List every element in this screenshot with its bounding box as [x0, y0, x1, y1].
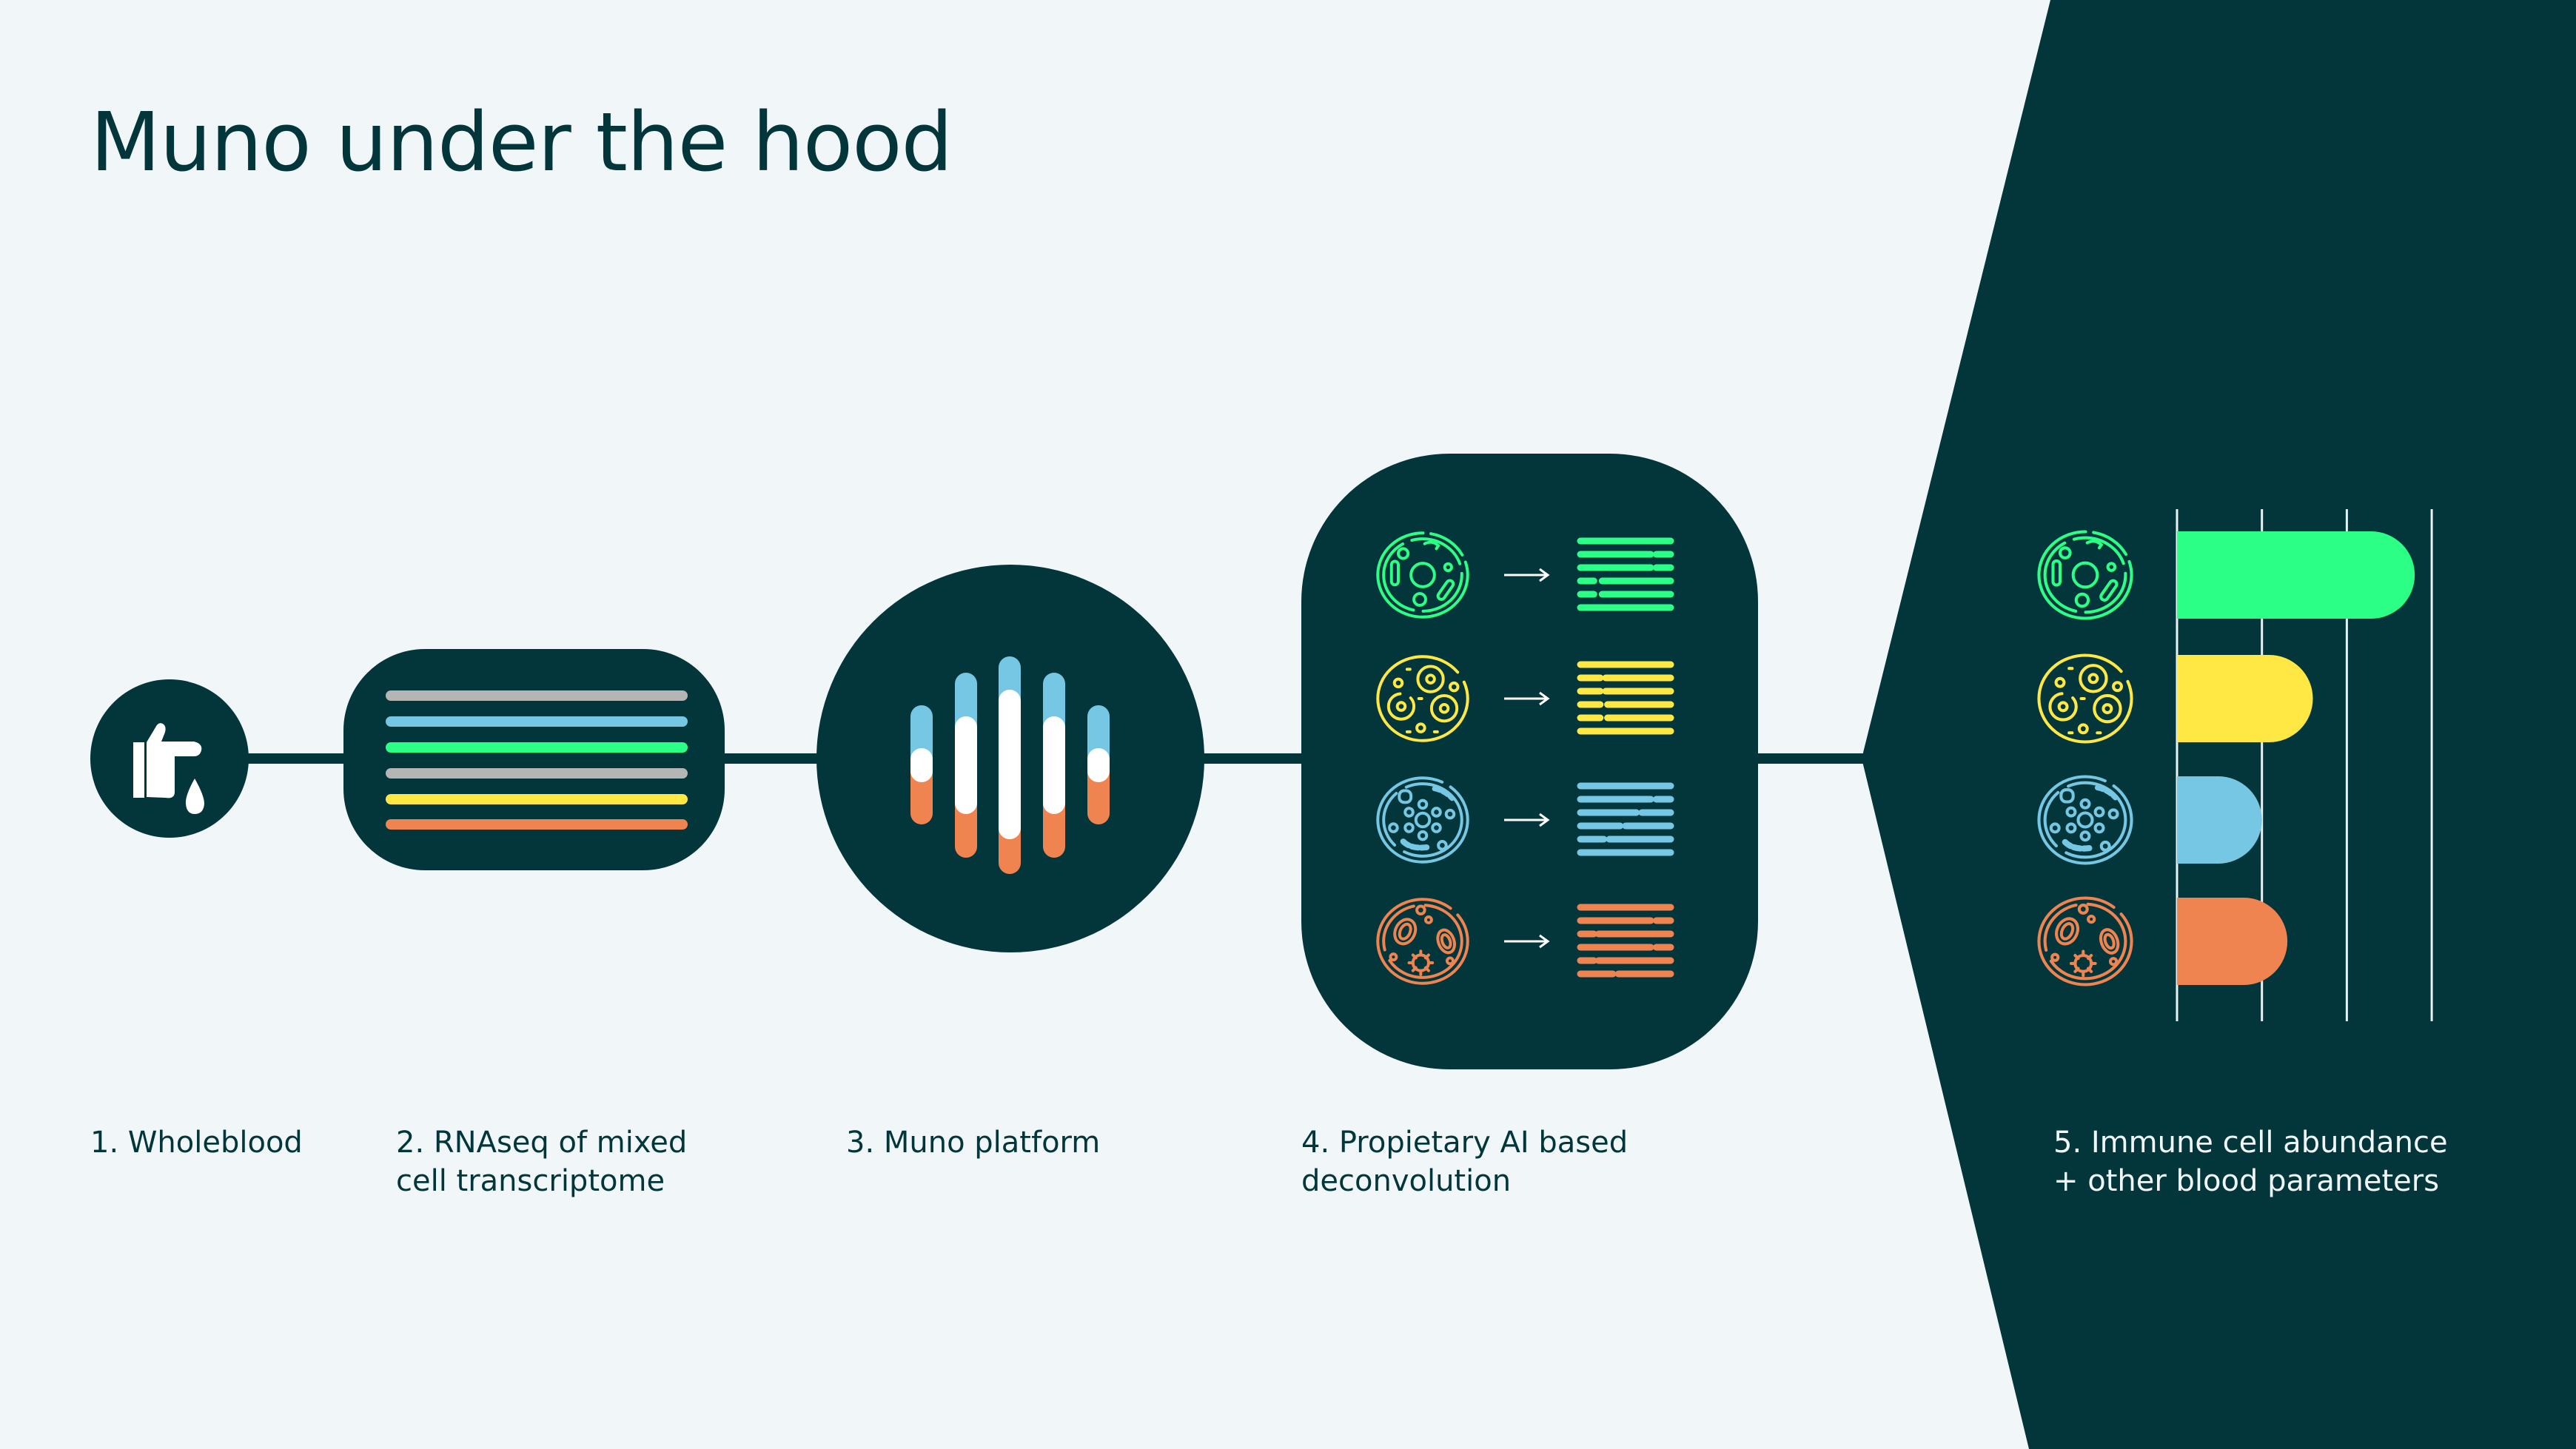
expression-lines-icon: [1577, 661, 1674, 735]
platform-bar: [999, 656, 1021, 874]
rnaseq-lines-icon: [386, 690, 688, 830]
deconvolution-row: [1376, 655, 1674, 742]
abundance-bar-chart: [2039, 509, 2433, 1021]
step-2-label: 2. RNAseq of mixed cell transcriptome: [396, 1123, 687, 1200]
arrow-right-icon: [1504, 691, 1550, 706]
step-5-label-line-2: + other blood parameters: [2053, 1164, 2440, 1198]
abundance-bar: [2177, 898, 2288, 985]
platform-bar: [1087, 705, 1110, 824]
step-1-label-line-1: 1. Wholeblood: [90, 1126, 303, 1160]
expression-lines-icon: [1577, 782, 1674, 856]
page-title: Muno under the hood: [90, 95, 953, 189]
step-4-label: 4. Propietary AI based deconvolution: [1301, 1123, 1628, 1200]
platform-bar: [955, 673, 977, 858]
abundance-bar: [2177, 531, 2415, 619]
platform-bar: [910, 705, 933, 824]
abundance-bar: [2177, 776, 2262, 864]
deconvolution-row: [1376, 898, 1674, 985]
step-3-label-line-1: 3. Muno platform: [846, 1126, 1101, 1160]
step-4-deconvolution-node: [1301, 454, 1758, 1069]
step-2-label-line-1: 2. RNAseq of mixed: [396, 1126, 688, 1160]
step-3-label: 3. Muno platform: [846, 1123, 1100, 1162]
muno-platform-bars-icon: [910, 656, 1110, 874]
abundance-bar: [2177, 655, 2313, 742]
step-5-label-line-1: 5. Immune cell abundance: [2053, 1126, 2448, 1160]
step-2-label-line-2: cell transcriptome: [396, 1164, 665, 1198]
hand-blood-drop-icon: [133, 723, 204, 814]
platform-bar: [1043, 673, 1065, 858]
expression-lines-icon: [1577, 904, 1674, 978]
step-1-label: 1. Wholeblood: [90, 1123, 303, 1162]
arrow-right-icon: [1504, 813, 1550, 827]
step-2-rnaseq-node: [343, 649, 725, 870]
arrow-right-icon: [1504, 934, 1550, 949]
step-4-label-line-2: deconvolution: [1301, 1164, 1512, 1198]
step-3-muno-platform-node: [816, 565, 1204, 952]
deconvolution-row: [1378, 778, 1674, 862]
step-1-wholeblood-node: [90, 679, 249, 838]
step-5-label: 5. Immune cell abundance + other blood p…: [2053, 1123, 2448, 1200]
step-4-label-line-1: 4. Propietary AI based: [1301, 1126, 1629, 1160]
arrow-right-icon: [1504, 568, 1550, 582]
deconvolution-row: [1376, 531, 1674, 619]
expression-lines-icon: [1577, 537, 1674, 611]
